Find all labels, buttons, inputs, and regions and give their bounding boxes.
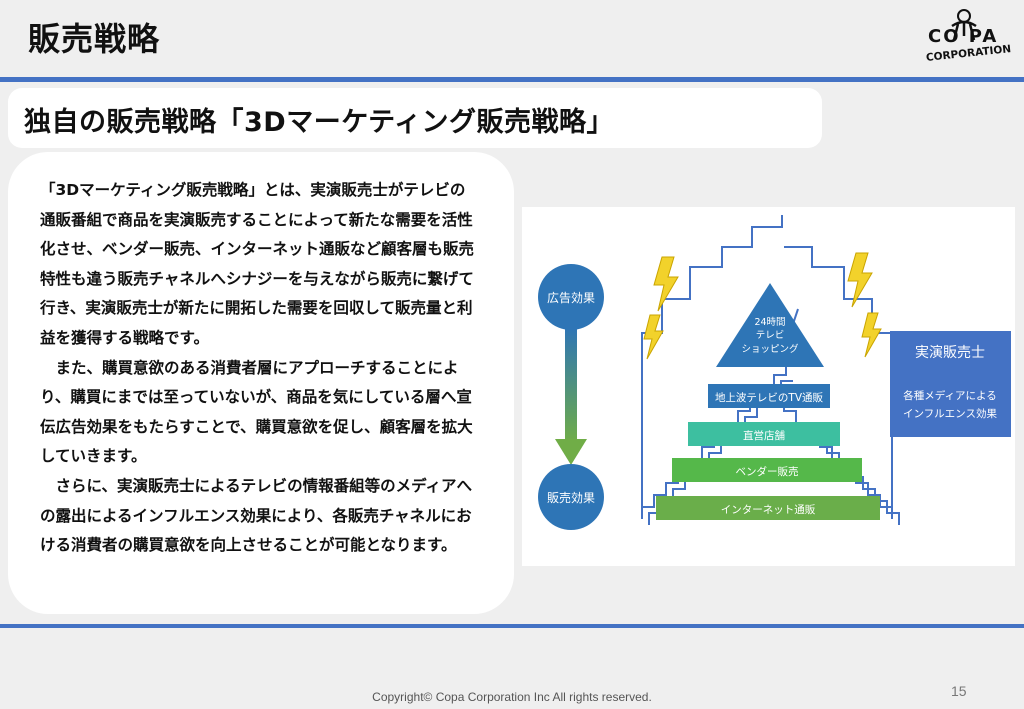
- ad-effect-circle: [538, 264, 604, 330]
- paragraph-1: 「3Dマーケティング販売戦略」とは、実演販売士がテレビの通販番組で商品を実演販売…: [40, 181, 475, 347]
- paragraph-2: また、購買意欲のある消費者層にアプローチすることにより、購買にまでは至っていない…: [40, 358, 473, 466]
- header-divider: [0, 77, 1024, 82]
- apex-line-1: 24時間: [754, 317, 785, 328]
- tier-vendor-label: ベンダー販売: [736, 465, 799, 478]
- body-text: 「3Dマーケティング販売戦略」とは、実演販売士がテレビの通販番組で商品を実演販売…: [40, 176, 480, 561]
- text-panel: [8, 152, 514, 614]
- tier-internet: [656, 496, 880, 520]
- tier-tv: [708, 384, 830, 408]
- sales-effect-label: 販売効果: [547, 490, 595, 505]
- lightning-icon: [653, 256, 679, 312]
- page-title: 販売戦略: [28, 20, 161, 58]
- subtitle-box: [8, 88, 822, 148]
- sales-effect-circle: [538, 464, 604, 530]
- tier-store: [688, 422, 840, 446]
- tier-internet-label: インターネット通販: [721, 504, 816, 516]
- down-arrow-icon: [555, 327, 587, 465]
- paragraph-3: さらに、実演販売士によるテレビの情報番組等のメディアへの露出によるインフルエンス…: [40, 476, 472, 555]
- performer-box: [890, 331, 1011, 437]
- lightning-icon: [847, 252, 873, 308]
- tier-vendor: [672, 458, 862, 482]
- footer-divider: [0, 624, 1024, 628]
- tier-tv-label: 地上波テレビのTV通販: [715, 391, 824, 404]
- apex-triangle: [716, 283, 824, 367]
- slide-subtitle: 独自の販売戦略「3Dマーケティング販売戦略」: [24, 107, 615, 138]
- apex-line-2: テレビ: [756, 330, 785, 341]
- lightning-icon: [861, 312, 882, 358]
- performer-title: 実演販売士: [915, 345, 985, 361]
- copyright-text: Copyright© Copa Corporation Inc All righ…: [372, 690, 652, 704]
- performer-line-1: 各種メディアによる: [903, 389, 996, 402]
- company-logo: CO PA CORPORATION: [918, 6, 1012, 72]
- performer-line-2: インフルエンス効果: [903, 407, 997, 420]
- apex-line-3: ショッピング: [741, 343, 799, 355]
- lightning-icon: [643, 314, 664, 360]
- strategy-diagram: 広告効果 販売効果 24時間 テレビ ショッピング 地上波テレビのTV通販 直営…: [522, 207, 1015, 566]
- tier-store-label: 直営店舗: [743, 429, 785, 442]
- ad-effect-label: 広告効果: [547, 290, 595, 305]
- logo-text-top: CO PA: [928, 26, 999, 47]
- mascot-icon: [951, 9, 977, 41]
- page-number: 15: [951, 683, 967, 699]
